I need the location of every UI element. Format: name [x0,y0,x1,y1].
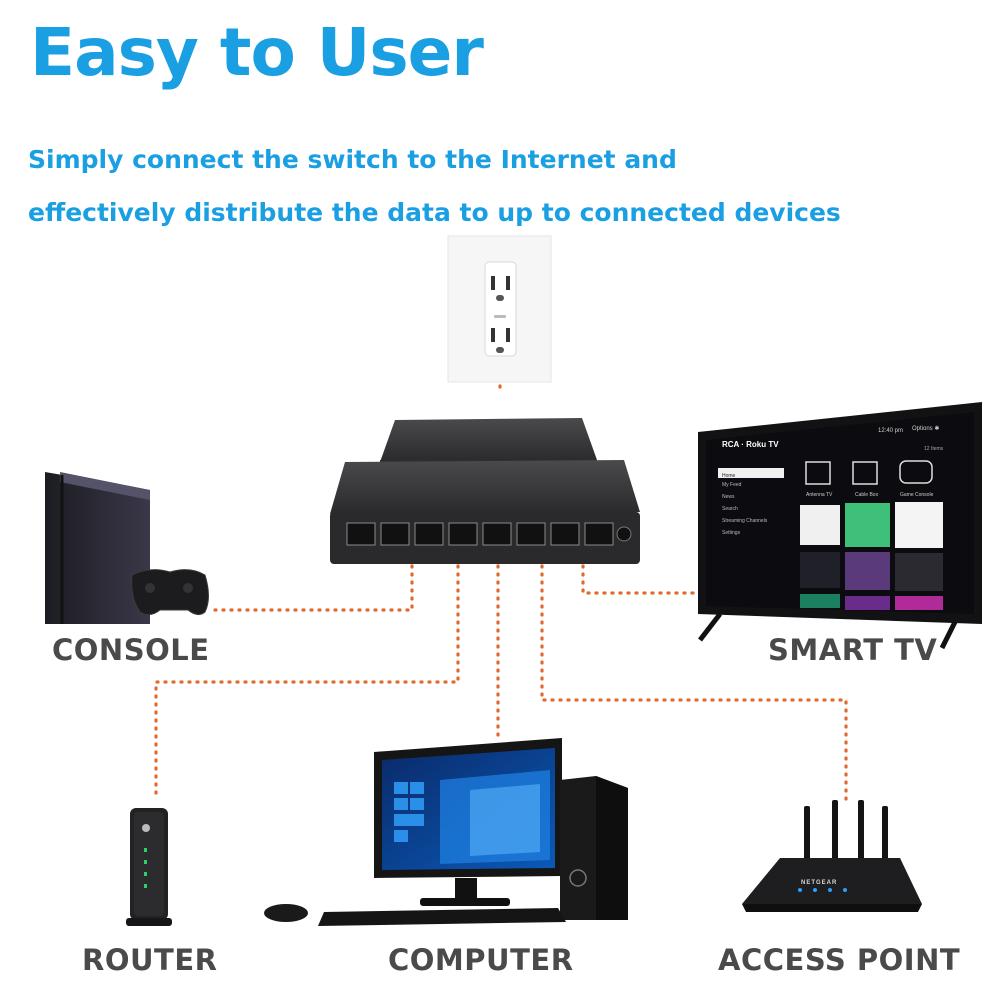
cable-router [154,564,460,802]
tv-menu-item-channels: Streaming Channels [722,518,768,524]
tv-menu-item-news: News [722,494,735,500]
cable-access-point [540,564,848,804]
tv-menu-item-search: Search [722,506,738,512]
tv-brand: RCA · Roku TV [722,440,779,449]
tv-menu-item-feed: My Feed [722,482,742,488]
tv-item-count: 12 Items [924,446,944,452]
tv-tile-cable: Cable Box [855,492,879,498]
label-smart-tv: SMART TV [768,633,938,667]
label-access-point: ACCESS POINT [718,943,961,977]
tv-menu-item-home: Home [722,473,736,479]
router-brand-logo: NETGEAR [801,880,838,886]
network-switch [330,418,640,564]
tv-tile-antenna: Antenna TV [806,492,833,498]
tv-tile-game: Game Console [900,492,934,498]
computer-device [264,738,628,926]
cable-tv [581,564,702,595]
router-device [126,808,172,926]
page-title: Easy to User [30,14,484,91]
label-computer: COMPUTER [388,943,574,977]
tv-time: 12:40 pm [878,428,904,434]
subtitle-line-1: Simply connect the switch to the Interne… [28,145,677,174]
cable-console [210,564,414,612]
label-router: ROUTER [82,943,218,977]
label-console: CONSOLE [52,633,210,667]
subtitle-line-2: effectively distribute the data to up to… [28,198,841,227]
smart-tv-device [698,402,982,650]
tv-options: Options ✱ [912,426,940,432]
wall-outlet [447,235,552,383]
tv-menu-item-settings: Settings [722,530,741,536]
console-device [45,472,209,624]
access-point-device [742,800,922,912]
